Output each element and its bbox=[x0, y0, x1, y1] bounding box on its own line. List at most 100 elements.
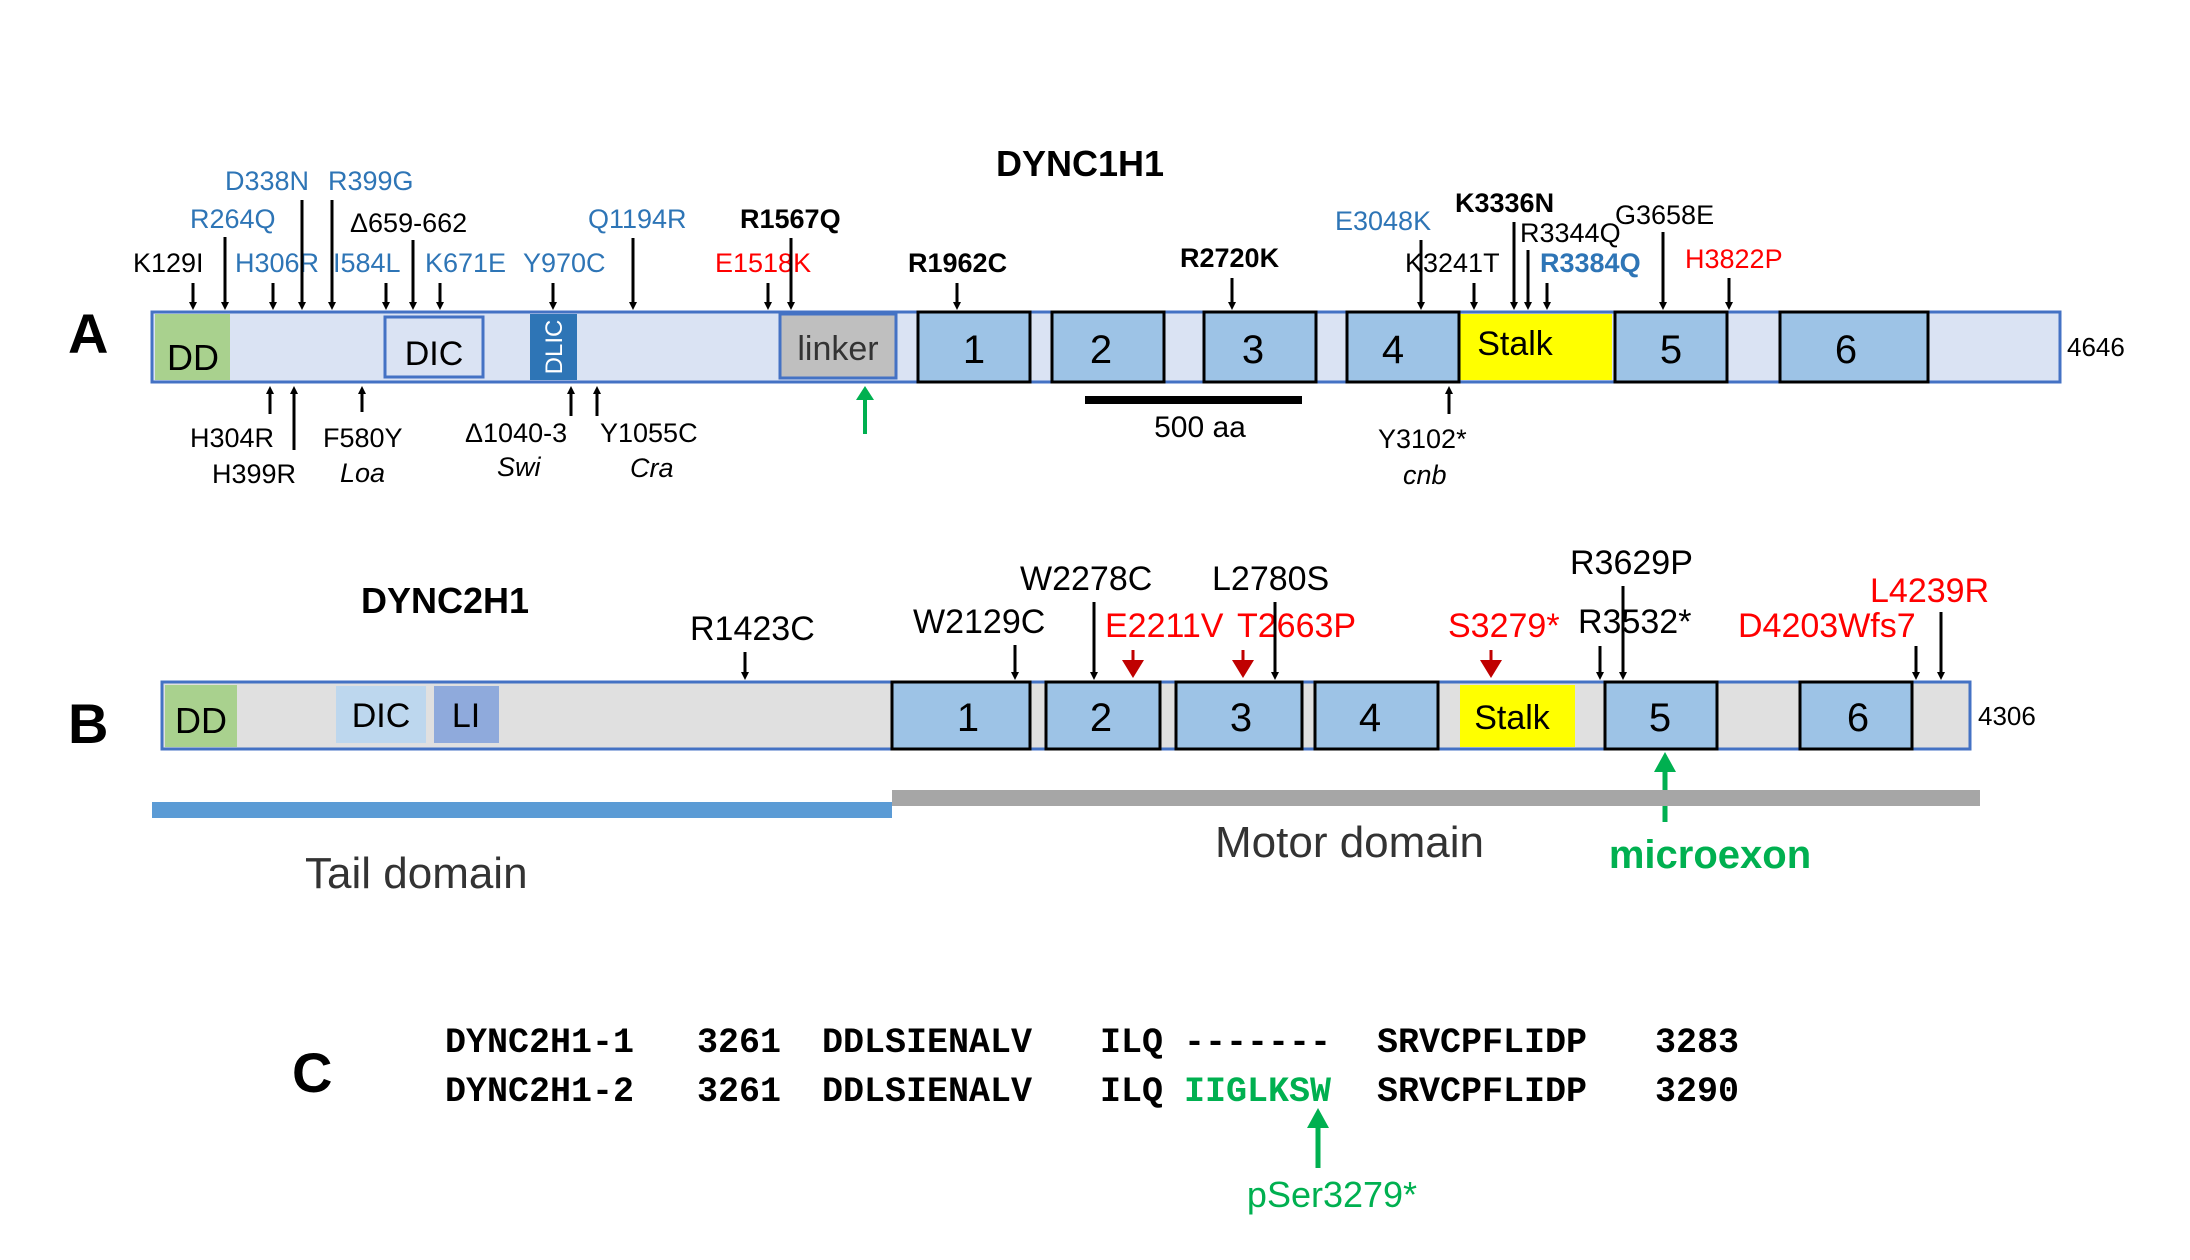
mut-l4239r: L4239R bbox=[1870, 572, 1989, 610]
aaa3-label-a: 3 bbox=[1242, 328, 1264, 372]
stalk-domain-b bbox=[1460, 685, 1575, 747]
dic-domain-b bbox=[336, 686, 426, 743]
motor-domain-label: Motor domain bbox=[1215, 818, 1484, 867]
mut-k3336n: K3336N bbox=[1455, 188, 1554, 218]
row2-seq1: DDLSIENALV bbox=[822, 1072, 1032, 1112]
aaa4-box-b bbox=[1313, 680, 1440, 751]
mut-t2663p: T2663P bbox=[1237, 607, 1356, 645]
panel-label-c: C bbox=[292, 1041, 332, 1104]
row1-name: DYNC2H1-1 bbox=[445, 1023, 634, 1063]
mut-d659-662: Δ659-662 bbox=[350, 208, 467, 238]
dd-label-b: DD bbox=[175, 700, 227, 741]
dync1h1-length: 4646 bbox=[2067, 332, 2125, 362]
arrowhead-green-linker bbox=[856, 386, 874, 400]
motor-boxes-b: 1 2 3 4 5 6 bbox=[890, 680, 1914, 751]
mut-h3822p: H3822P bbox=[1685, 244, 1783, 274]
mut-k129i: K129I bbox=[133, 248, 204, 278]
panel-b-title: DYNC2H1 bbox=[361, 580, 529, 621]
row1-seq3: SRVCPFLIDP bbox=[1377, 1023, 1587, 1063]
mut-k3241t: K3241T bbox=[1405, 248, 1500, 278]
dd-label: DD bbox=[167, 337, 219, 378]
motor-domain-bar bbox=[892, 790, 1980, 806]
mut-g3658e: G3658E bbox=[1615, 200, 1714, 230]
row1-gap: ------- bbox=[1184, 1023, 1331, 1063]
arrows-above-a bbox=[189, 200, 1733, 310]
mut-r3344q: R3344Q bbox=[1520, 218, 1621, 248]
row1-end: 3283 bbox=[1655, 1023, 1739, 1063]
mut-d4203wfs7: D4203Wfs7 bbox=[1738, 607, 1916, 645]
row2-start: 3261 bbox=[697, 1072, 781, 1112]
row2-insert: IIGLKSW bbox=[1184, 1072, 1331, 1112]
microexon-label: microexon bbox=[1609, 833, 1811, 877]
mut-r1567q: R1567Q bbox=[740, 204, 841, 234]
mut-y3102: Y3102* bbox=[1378, 424, 1467, 454]
mut-w2129c: W2129C bbox=[913, 603, 1045, 641]
tail-domain-label: Tail domain bbox=[305, 849, 528, 898]
alignment-row-2: DYNC2H1-2 3261 DDLSIENALV ILQ IIGLKSW SR… bbox=[445, 1072, 1739, 1112]
panel-label-b: B bbox=[68, 692, 108, 755]
mut-s3279: S3279* bbox=[1448, 607, 1560, 645]
aaa3-label-b: 3 bbox=[1230, 696, 1252, 740]
mut-r264q: R264Q bbox=[190, 204, 276, 234]
linker-label: linker bbox=[797, 330, 878, 368]
stalk-label-a: Stalk bbox=[1477, 325, 1554, 363]
aaa5-label-b: 5 bbox=[1649, 696, 1671, 740]
mut-q1194r: Q1194R bbox=[588, 204, 687, 234]
mut-w2278c: W2278C bbox=[1020, 560, 1152, 598]
alignment-row-1: DYNC2H1-1 3261 DDLSIENALV ILQ ------- SR… bbox=[445, 1023, 1739, 1063]
dd-domain-b bbox=[165, 685, 237, 747]
arrow-microexon-head bbox=[1654, 752, 1676, 772]
mut-y970c: Y970C bbox=[523, 248, 606, 278]
aaa6-label-b: 6 bbox=[1847, 696, 1869, 740]
mut-k671e: K671E bbox=[425, 248, 506, 278]
mut-h306r: H306R bbox=[235, 248, 319, 278]
mut-d338n: D338N bbox=[225, 166, 309, 196]
arrow-pser-head bbox=[1307, 1108, 1329, 1128]
aaa5-box-b bbox=[1603, 680, 1719, 751]
aaa3-box-b bbox=[1174, 680, 1304, 751]
panel-a: A DYNC1H1 4646 DD DIC DLIC linker Stalk … bbox=[68, 143, 2125, 490]
mut-f580y: F580Y bbox=[323, 423, 403, 453]
aaa4-box-a bbox=[1345, 310, 1461, 384]
row2-seq2a: ILQ bbox=[1100, 1072, 1163, 1112]
aaa1-box-b bbox=[890, 680, 1032, 751]
allele-cnb: cnb bbox=[1403, 460, 1447, 490]
stalk-label-b: Stalk bbox=[1474, 699, 1551, 737]
mut-r2720k: R2720K bbox=[1180, 243, 1280, 273]
pser-annotation: pSer3279* bbox=[1247, 1174, 1417, 1215]
mut-r3384q: R3384Q bbox=[1540, 248, 1641, 278]
arrow-e2211v-head bbox=[1122, 660, 1144, 678]
aaa2-box-b bbox=[1044, 680, 1162, 751]
linker-domain bbox=[778, 312, 898, 380]
aaa4-label-a: 4 bbox=[1382, 328, 1404, 372]
mut-d1040-3: Δ1040-3 bbox=[465, 418, 567, 448]
arrow-t2663p-head bbox=[1232, 660, 1254, 678]
panel-label-a: A bbox=[68, 302, 108, 365]
mut-r399g: R399G bbox=[328, 166, 414, 196]
arrow-s3279-head bbox=[1480, 660, 1502, 678]
mutations-above-a: K129I R264Q D338N R399G H306R I584L Δ659… bbox=[133, 166, 1783, 278]
aaa5-box-a bbox=[1613, 310, 1729, 384]
aaa2-box-a bbox=[1050, 310, 1166, 384]
mut-r1962c: R1962C bbox=[908, 248, 1007, 278]
scale-label: 500 aa bbox=[1154, 411, 1246, 444]
aaa6-label-a: 6 bbox=[1835, 328, 1857, 372]
aaa1-label-b: 1 bbox=[957, 696, 979, 740]
allele-loa: Loa bbox=[340, 458, 385, 488]
arrows-below-a bbox=[266, 386, 1453, 450]
dlic-label: DLIC bbox=[541, 320, 568, 375]
mut-r1423c: R1423C bbox=[690, 610, 815, 648]
aaa4-label-b: 4 bbox=[1359, 696, 1381, 740]
dync2h1-length: 4306 bbox=[1978, 701, 2036, 731]
aaa5-label-a: 5 bbox=[1660, 328, 1682, 372]
mut-h304r: H304R bbox=[190, 423, 274, 453]
arrows-red-b bbox=[1122, 650, 1502, 678]
aaa1-label-a: 1 bbox=[963, 328, 985, 372]
dlic-domain bbox=[530, 314, 577, 380]
stalk-domain-a bbox=[1460, 314, 1612, 380]
mut-r3532: R3532* bbox=[1578, 603, 1691, 641]
mut-e3048k: E3048K bbox=[1335, 206, 1431, 236]
mut-r3629p: R3629P bbox=[1570, 544, 1693, 582]
row1-seq2a: ILQ bbox=[1100, 1023, 1163, 1063]
mut-e2211v: E2211V bbox=[1105, 607, 1224, 645]
